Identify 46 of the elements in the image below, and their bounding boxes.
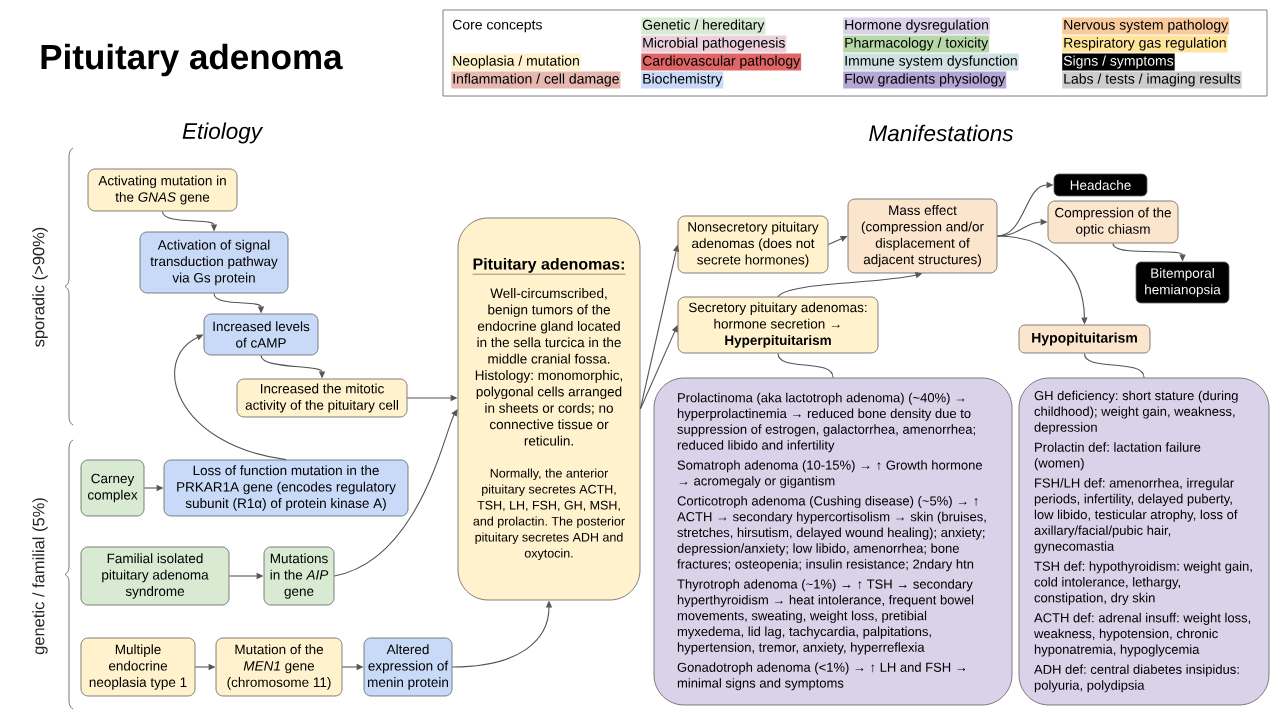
arrow bbox=[174, 334, 287, 461]
legend-text: Signs / symptoms bbox=[1063, 55, 1174, 69]
symptom-box: Bitemporal hemianopsia bbox=[1135, 261, 1230, 304]
legend-text: Respiratory gas regulation bbox=[1064, 37, 1226, 51]
concept-box: Mutation of the MEN1 gene (chromosome 11) bbox=[215, 637, 343, 697]
concept-box: Altered expression of menin protein bbox=[363, 637, 453, 697]
legend-text: Microbial pathogenesis bbox=[643, 37, 785, 51]
arrow bbox=[639, 325, 678, 410]
legend-text: Neoplasia / mutation bbox=[453, 55, 579, 69]
connector-line bbox=[777, 352, 834, 379]
concept-box: Familial isolated pituitary adenoma syndrome bbox=[80, 546, 230, 606]
concept-box: Loss of function mutation in the PRKAR1A gene (encodes regulatory subunit (R1α) of protein kinase A) bbox=[163, 459, 409, 517]
legend-text: Biochemistry bbox=[643, 73, 723, 87]
concept-box: Activating mutation in the GNAS gene bbox=[87, 168, 238, 212]
symptom-box: Headache bbox=[1053, 173, 1148, 197]
group-label: genetic / familial (5%) bbox=[32, 498, 48, 655]
arrow bbox=[333, 409, 458, 577]
legend-text: Cardiovascular pathology bbox=[642, 55, 801, 69]
legend-text: Flow gradients physiology bbox=[845, 73, 1006, 87]
concept-box: Compression of the optic chiasm bbox=[1047, 200, 1179, 244]
list-box: GH deficiency: short stature (during childhood); weight gain, weakness, depression Prolactin def: lactation failure (women) FSH/LH def: amenorrhea, irregular periods, infertility, delayed puberty, low libido, testicular atrophy, loss of axillary/facial/pubic hair, gynecomastia TSH def: hypothyroidism: weight gain, cold intolerance, lethargy, constipation, dry skin ACTH def: adrenal insuff: weight loss, weakness, hypotension, chronic hyponatremia, hypoglycemia ADH def: central diabetes insipidus: polyuria, polydipsia bbox=[1018, 377, 1270, 706]
concept-box: Mutations in the AIP gene bbox=[263, 546, 335, 606]
concept-box: Hypopituitarism bbox=[1018, 324, 1151, 354]
concept-box: Nonsecretory pituitary adenomas (does not secrete hormones) bbox=[677, 215, 829, 274]
legend-text: Hormone dysregulation bbox=[845, 19, 988, 33]
summary-box: Pituitary adenomas: Well-circumscribed, benign tumors of the endocrine gland located in the sella turcica in the middle cranial fossa. Histology: monomorphic, polygonal cells arranged in sheets or cords; no connective tissue or reticulin. Normally, the anterior pituitary secretes ACTH, TSH, LH, FSH, GH, MSH, and prolactin. The posterior pituitary secretes ADH and oxytocin. bbox=[457, 217, 641, 601]
legend-text: Inflammation / cell damage bbox=[453, 73, 619, 87]
legend-text: Pharmacology / toxicity bbox=[845, 37, 989, 51]
legend-text: Core concepts bbox=[452, 19, 542, 33]
legend-text: Genetic / hereditary bbox=[642, 19, 765, 33]
concept-box: Secretory pituitary adenomas: hormone secretion → Hyperpituitarism bbox=[677, 296, 879, 354]
connector-line bbox=[1083, 352, 1145, 379]
section-heading: Etiology bbox=[182, 122, 264, 144]
list-box: Prolactinoma (aka lactotroph adenoma) (~40%) → hyperprolactinemia → reduced bone density due to suppression of estrogen, galactorrhea, amenorrhea; reduced libido and infertility Somatroph adenoma (10-15%) → ↑ Growth hormone → acromegaly or gigantism Corticotroph adenoma (Cushing disease) (~5%) → ↑ ACTH → secondary hypercortisolism → skin (bruises, stretches, hirsutism, delayed wound healing); anxiety; depression/anxiety; low libido, amenorrhea; bone fractures; osteopenia; insulin resistance; 2ndary htn Thyrotroph adenoma (~1%) → ↑ TSH → secondary hyperthyroidism → heat intolerance, frequent bowel movements, sweating, weight loss, pretibial myxedema, lid lag, tachycardia, palpitations, hypertension, tremor, anxiety, hyperreflexia Gonadotroph adenoma (<1%) → ↑ LH and FSH → minimal signs and symptoms bbox=[653, 377, 1013, 706]
group-label: sporadic (>90%) bbox=[32, 227, 48, 347]
concept-box: Multiple endocrine neoplasia type 1 bbox=[80, 637, 196, 697]
concept-box: Activation of signal transduction pathway via Gs protein bbox=[139, 231, 289, 294]
legend-text: Nervous system pathology bbox=[1064, 19, 1229, 33]
legend-text: Labs / tests / imaging results bbox=[1064, 73, 1241, 87]
concept-box: Increased levels of cAMP bbox=[203, 313, 319, 356]
section-heading: Manifestations bbox=[869, 124, 1014, 142]
concept-box: Mass effect (compression and/or displacement of adjacent structures) bbox=[847, 198, 998, 274]
legend-text: Immune system dysfunction bbox=[845, 55, 1017, 69]
concept-box: Carney complex bbox=[80, 459, 145, 517]
title: Pituitary adenoma bbox=[41, 43, 343, 77]
concept-box: Increased the mitotic activity of the pituitary cell bbox=[236, 378, 408, 418]
